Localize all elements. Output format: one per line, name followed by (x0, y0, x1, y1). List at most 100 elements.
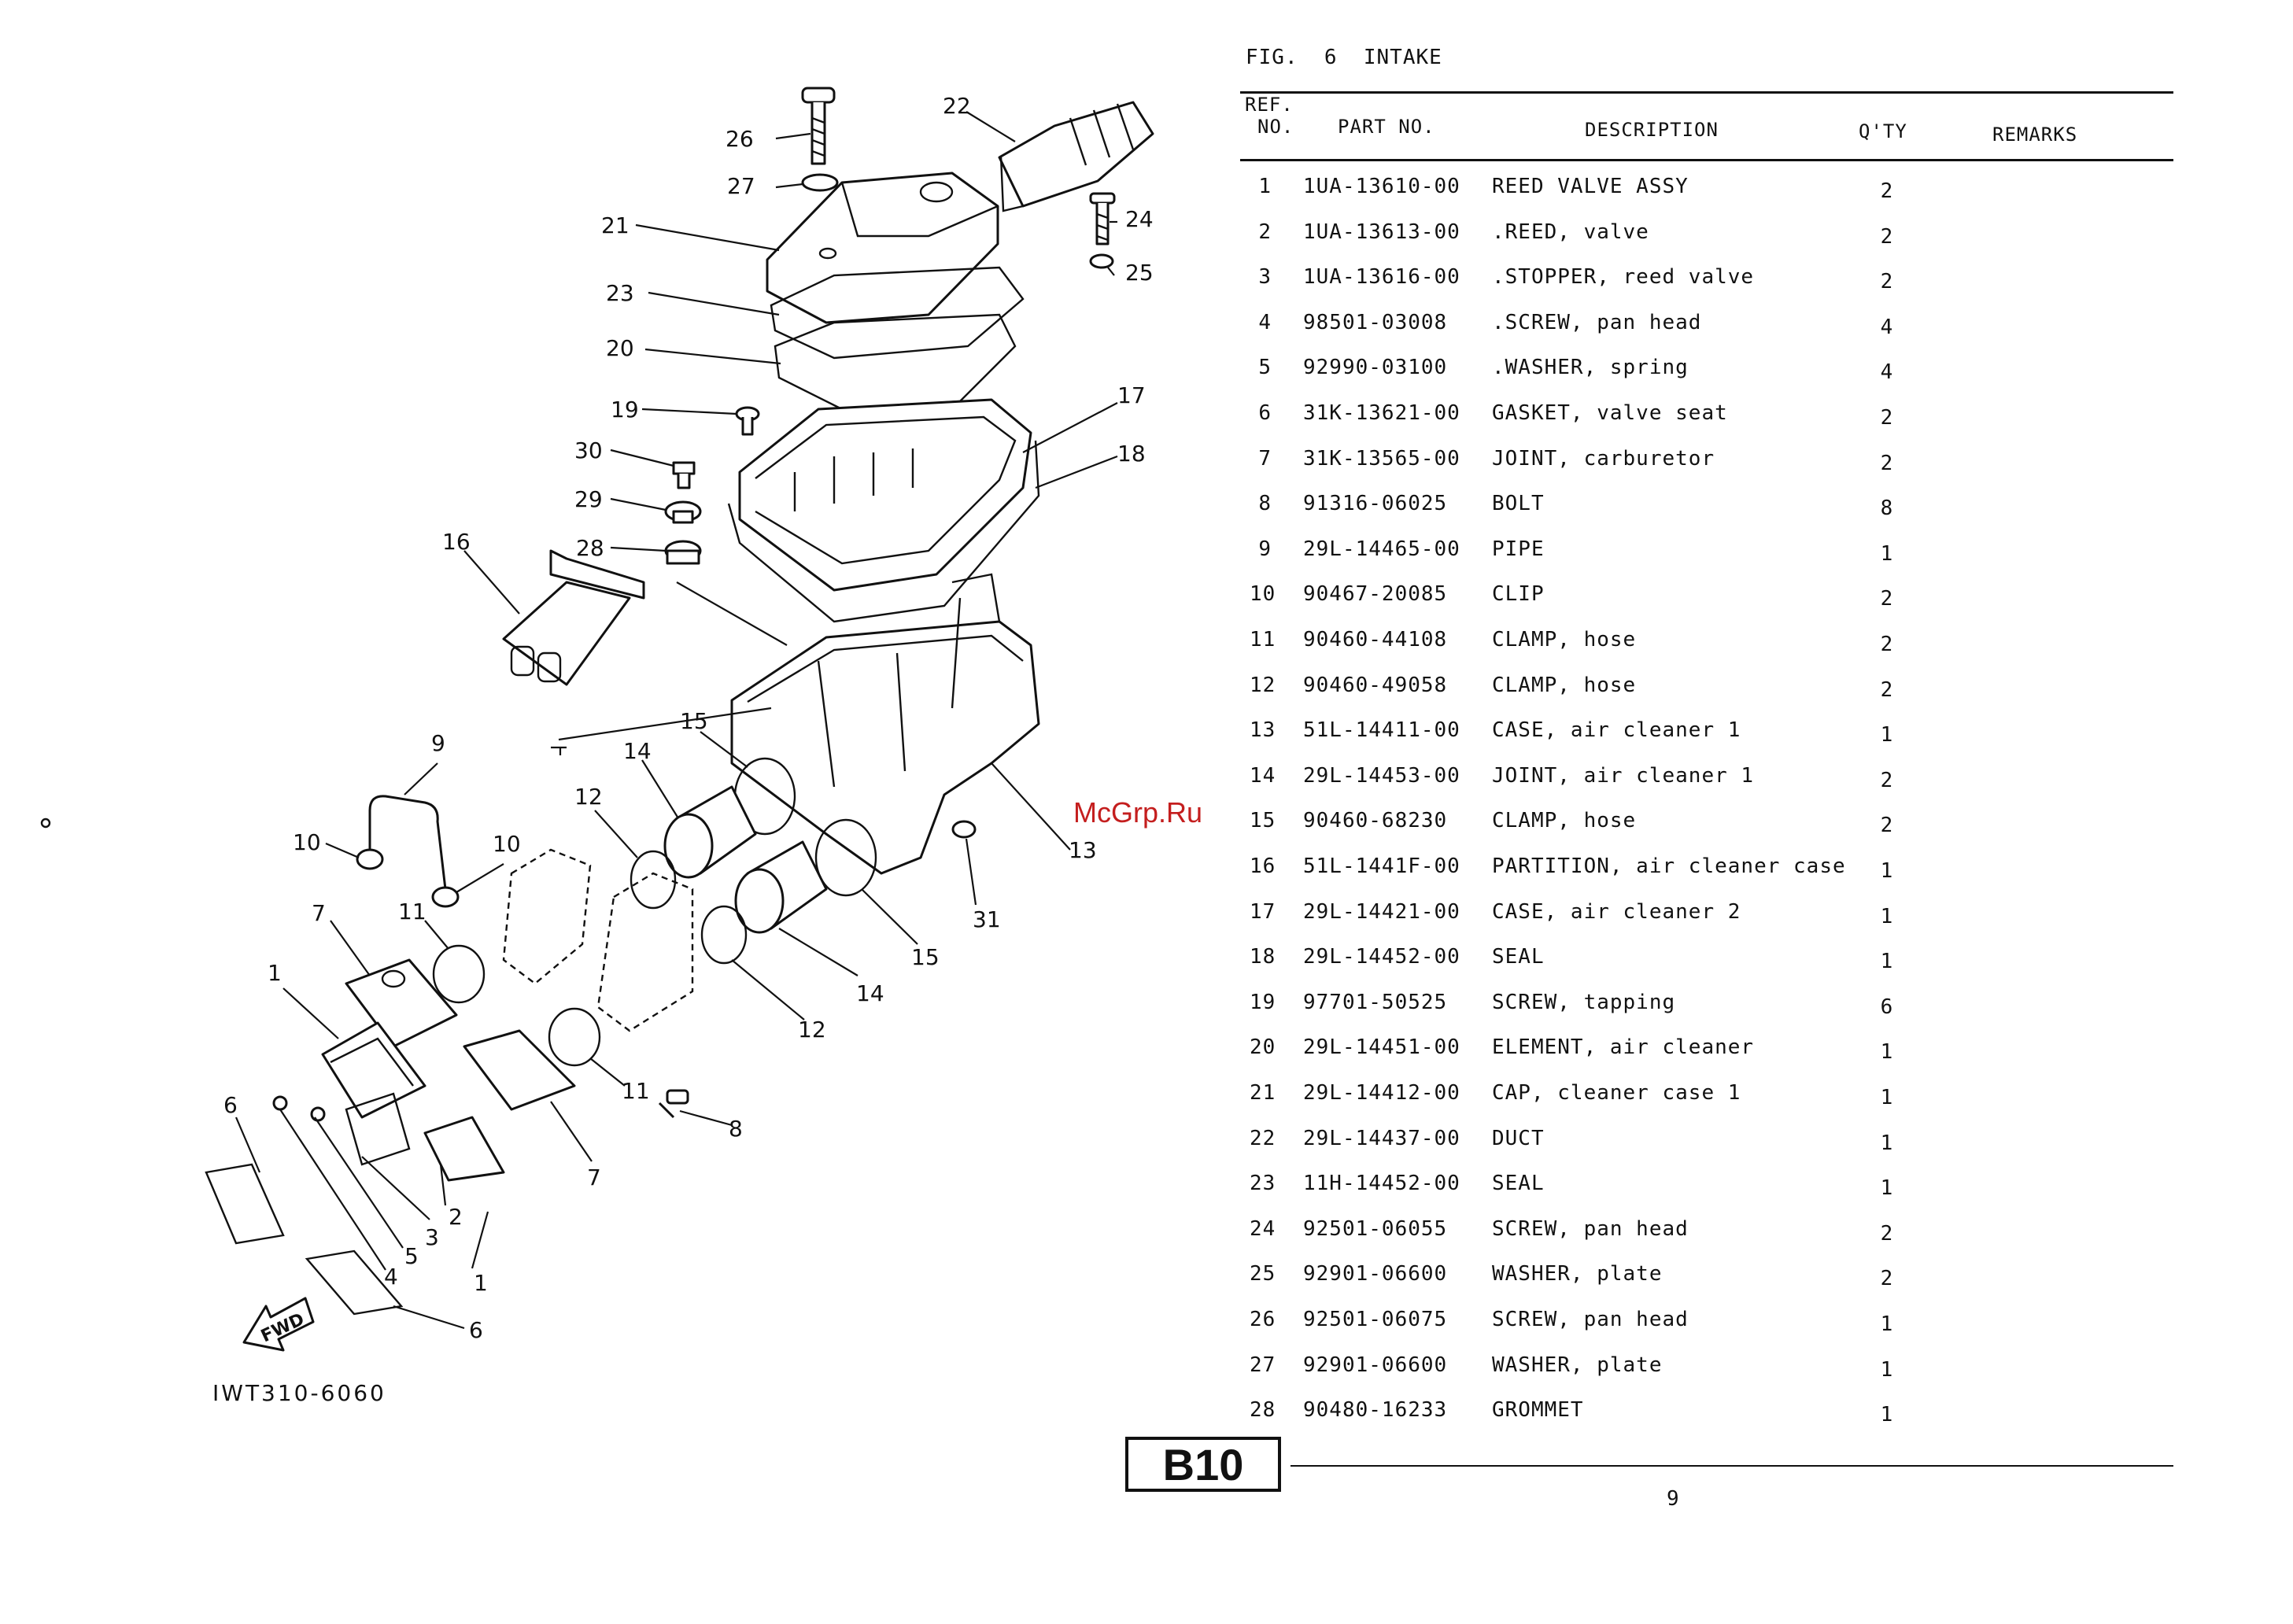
col-description: DESCRIPTION (1585, 119, 1719, 141)
callout-7a: 7 (312, 900, 326, 926)
callout-12a: 12 (574, 784, 603, 810)
qty-cell: 2 (1880, 677, 1894, 702)
part-clamp-11a (432, 944, 486, 1004)
stray-mark (40, 818, 51, 829)
callout-18: 18 (1117, 441, 1146, 467)
ref-cell: 10 (1250, 582, 1276, 607)
description-cell: SCREW, tapping (1492, 990, 1676, 1014)
part-screw-24 (1089, 192, 1116, 245)
part-30 (672, 461, 696, 489)
qty-cell: 2 (1880, 179, 1894, 203)
part-no-cell: 90460-44108 (1303, 628, 1448, 651)
part-gasket-6b (305, 1249, 404, 1316)
part-clamp-11b (548, 1007, 601, 1067)
ref-cell: 27 (1250, 1353, 1276, 1377)
ref-cell: 17 (1250, 899, 1276, 924)
description-cell: ELEMENT, air cleaner (1492, 1035, 1755, 1060)
ref-cell: 15 (1250, 809, 1276, 833)
part-pipe-9 (368, 795, 447, 890)
callout-3: 3 (425, 1224, 439, 1250)
description-cell: PIPE (1492, 537, 1545, 561)
description-cell: CASE, air cleaner 2 (1492, 899, 1741, 924)
callout-6a: 6 (223, 1092, 238, 1118)
part-washer-25 (1089, 253, 1114, 269)
description-cell: .STOPPER, reed valve (1492, 265, 1755, 290)
qty-cell: 1 (1880, 859, 1894, 883)
callout-5: 5 (404, 1243, 419, 1269)
carburetor-outline (502, 848, 694, 1032)
description-cell: CLAMP, hose (1492, 628, 1637, 651)
part-no-cell: 11H-14452-00 (1303, 1172, 1460, 1196)
qty-cell: 1 (1880, 541, 1894, 566)
callout-23: 23 (606, 280, 634, 306)
qty-cell: 2 (1880, 451, 1894, 475)
part-no-cell: 29L-14452-00 (1303, 945, 1460, 969)
ref-cell: 5 (1258, 356, 1272, 380)
qty-cell: 2 (1880, 1221, 1894, 1246)
description-cell: DUCT (1492, 1126, 1545, 1150)
ref-cell: 8 (1258, 492, 1272, 516)
callout-24: 24 (1125, 206, 1154, 232)
callout-28: 28 (576, 535, 604, 561)
description-cell: WASHER, plate (1492, 1353, 1663, 1377)
qty-cell: 2 (1880, 633, 1894, 656)
qty-cell: 1 (1880, 950, 1894, 974)
part-no-cell: 29L-14421-00 (1303, 899, 1460, 924)
part-screw-26 (801, 87, 836, 165)
callout-22: 22 (943, 93, 971, 119)
callout-1a: 1 (268, 960, 282, 986)
part-clip-10a (356, 848, 384, 870)
watermark: McGrp.Ru (1073, 796, 1203, 829)
part-stopper-3 (345, 1092, 411, 1166)
callout-12b: 12 (798, 1017, 826, 1043)
ref-cell: 16 (1250, 854, 1276, 878)
col-ref-line1: REF. (1245, 94, 1294, 116)
qty-cell: 2 (1880, 814, 1894, 838)
part-no-cell: 92501-06055 (1303, 1216, 1448, 1241)
qty-cell: 2 (1880, 270, 1894, 294)
part-no-cell: 29L-14451-00 (1303, 1035, 1460, 1060)
ref-cell: 21 (1250, 1081, 1276, 1105)
col-ref-line2: NO. (1257, 116, 1294, 138)
ref-cell: 4 (1258, 310, 1272, 334)
part-seal-23 (770, 266, 1025, 360)
callout-21: 21 (601, 212, 630, 238)
ref-cell: 24 (1250, 1216, 1276, 1241)
callout-10b: 10 (493, 831, 521, 857)
intake-exploded-diagram: FWD (40, 87, 1154, 1352)
part-no-cell: 92501-06075 (1303, 1308, 1448, 1331)
ref-cell: 11 (1250, 628, 1276, 651)
ref-cell: 19 (1250, 990, 1276, 1014)
qty-cell: 4 (1880, 360, 1894, 385)
callout-20: 20 (606, 335, 634, 361)
footer-rule (1291, 1465, 2173, 1467)
ref-cell: 1 (1258, 175, 1272, 198)
description-cell: .WASHER, spring (1492, 356, 1689, 380)
callout-1b: 1 (474, 1270, 488, 1296)
qty-cell: 1 (1880, 723, 1894, 747)
part-clamp-12b (700, 905, 748, 965)
callout-4: 4 (384, 1264, 398, 1290)
callout-15b: 15 (911, 944, 940, 970)
qty-cell: 1 (1880, 1176, 1894, 1201)
ref-cell: 18 (1250, 945, 1276, 969)
callout-7b: 7 (587, 1164, 601, 1190)
part-no-cell: 29L-14465-00 (1303, 537, 1460, 561)
description-cell: CLAMP, hose (1492, 809, 1637, 833)
qty-cell: 1 (1880, 1312, 1894, 1336)
callout-8: 8 (729, 1116, 743, 1142)
part-clamp-12a (630, 850, 677, 910)
